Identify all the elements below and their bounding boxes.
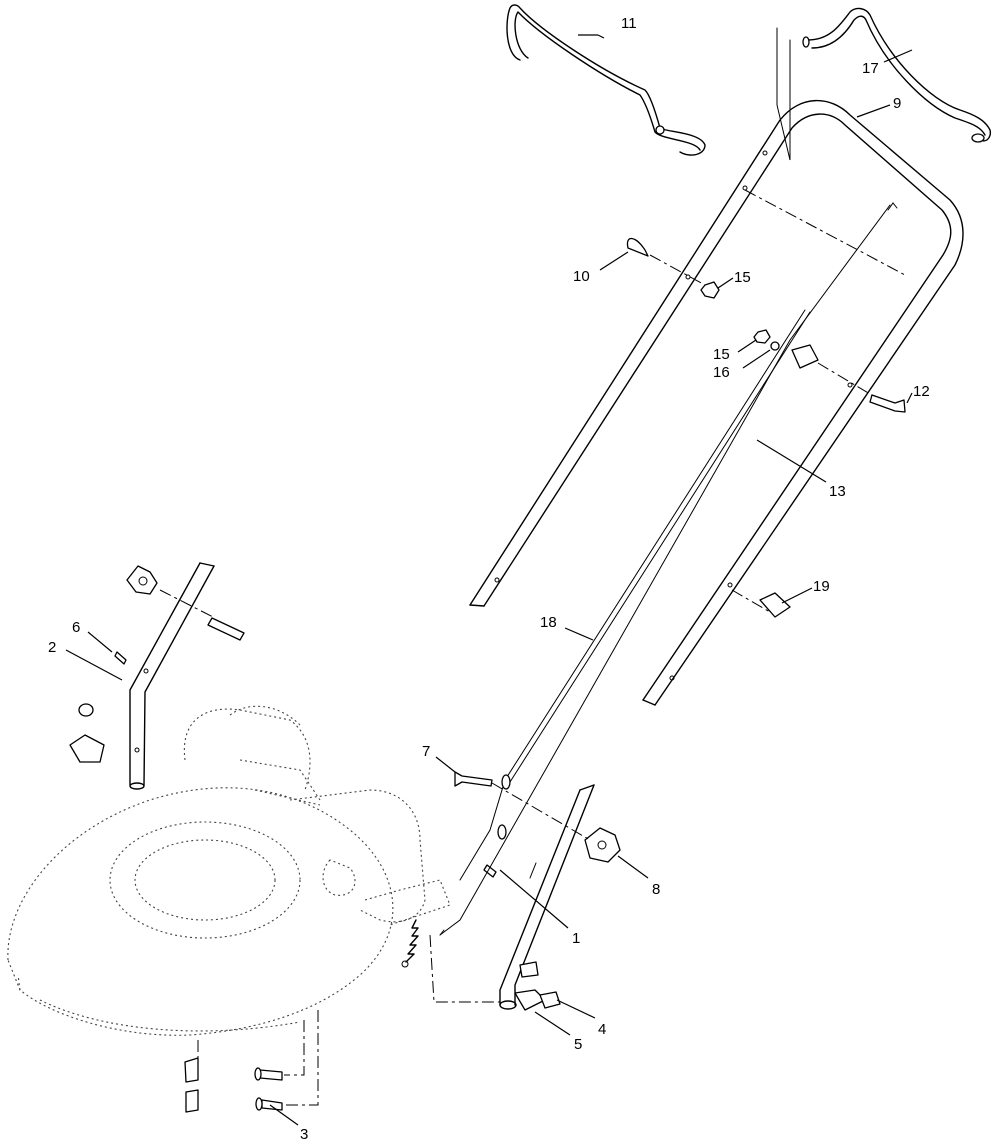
callout-9: 9: [893, 95, 901, 112]
callout-8: 8: [652, 881, 660, 898]
callout-18: 18: [540, 614, 557, 631]
cable-guide-part-19: [759, 592, 791, 618]
nut-part-15-top: [700, 281, 720, 299]
bail-part-11: [506, 4, 706, 156]
screw-right: [483, 864, 497, 878]
nut-part-15-mid: [753, 329, 771, 344]
callout-labels: 11 17 9 10 15 15 16 12 13 19 18 6 2 7 8 …: [48, 15, 930, 1143]
leader-lines: [65, 34, 913, 1126]
callout-15-top: 15: [734, 269, 751, 286]
screw-part-6: [114, 651, 127, 665]
spring: [401, 919, 419, 968]
mower-deck: [7, 705, 451, 1036]
callout-13: 13: [829, 483, 846, 500]
callout-12: 12: [913, 383, 930, 400]
carriage-bolt-left: [207, 617, 245, 641]
bolt-part-12: [869, 394, 906, 413]
cable-clamp: [791, 344, 819, 369]
callout-7: 7: [422, 743, 430, 760]
knob-right: [584, 827, 621, 863]
cable-part-18: [439, 202, 898, 936]
washer-part-16: [770, 341, 780, 351]
callout-15-mid: 15: [713, 346, 730, 363]
callout-1: 1: [572, 930, 580, 947]
callout-2: 2: [48, 639, 56, 656]
callout-4: 4: [598, 1021, 606, 1038]
callout-10: 10: [573, 268, 590, 285]
bushing-left: [69, 703, 105, 763]
callout-19: 19: [813, 578, 830, 595]
nut-and-knob-lower: [514, 961, 561, 1011]
callout-6: 6: [72, 619, 80, 636]
callout-3: 3: [300, 1126, 308, 1143]
lower-handle-left: [129, 562, 215, 790]
deck-bolts-part-3: [184, 934, 500, 1113]
plate-outline: [776, 27, 791, 161]
knob-left: [126, 565, 158, 595]
bail-part-17: [802, 7, 992, 143]
callout-5: 5: [574, 1036, 582, 1053]
bolt-part-10: [626, 237, 649, 257]
bolt-part-7: [454, 771, 493, 787]
callout-17: 17: [862, 60, 879, 77]
callout-11: 11: [621, 15, 637, 32]
callout-16: 16: [713, 364, 730, 381]
lower-handle-right: [499, 784, 595, 1010]
